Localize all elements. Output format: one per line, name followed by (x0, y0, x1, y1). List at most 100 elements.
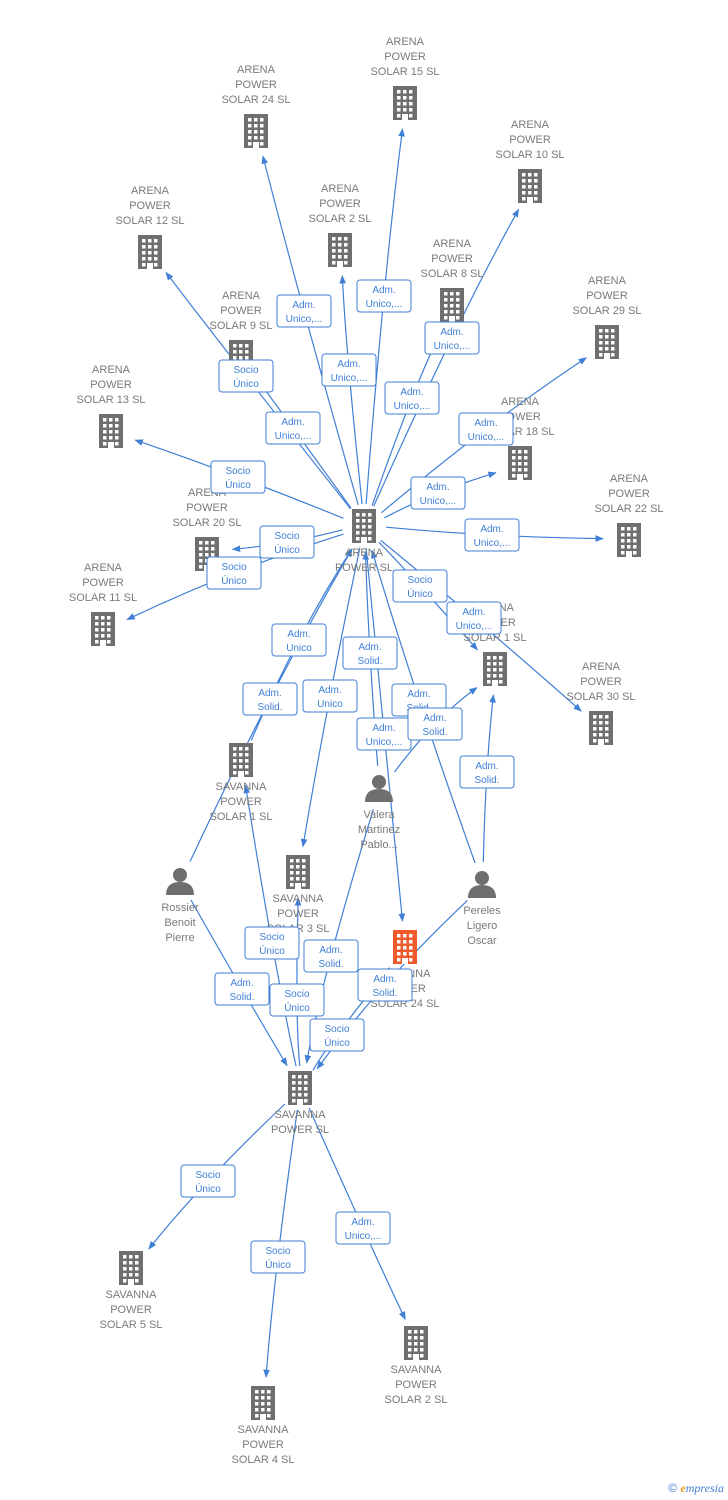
edge-label-box (309, 1018, 365, 1052)
edge-label[interactable]: Adm.Unico,... (276, 294, 332, 328)
edge-label-line: Único (233, 377, 259, 390)
node-label-line: Valera (364, 809, 396, 821)
edge-label[interactable]: Adm.Unico,... (458, 412, 514, 446)
edge-label-line: Solid. (422, 727, 447, 738)
edge-label-line: Único (259, 944, 285, 957)
node-label-line: Martinez (358, 824, 400, 836)
edge-label-line: Adm. (426, 482, 449, 493)
edge-label-line: Adm. (480, 524, 503, 535)
edge-label-text: Adm.Solid. (229, 978, 254, 1003)
edge-label[interactable]: Adm.Unico,... (321, 353, 377, 387)
edge-label[interactable]: Adm.Unico,... (265, 411, 321, 445)
edge-label[interactable]: Adm.Solid. (357, 968, 413, 1002)
edge-label[interactable]: Adm.Unico,... (446, 601, 502, 635)
edge-label[interactable]: Adm.Solid. (407, 707, 463, 741)
building-icon (508, 446, 532, 480)
building-icon (483, 652, 507, 686)
edge-label[interactable]: Adm.Unico,... (356, 279, 412, 313)
node-label-line: SOLAR 15 SL (370, 66, 439, 78)
building-icon (286, 855, 310, 889)
edge-label-box (407, 707, 463, 741)
edge-label[interactable]: Adm.Unico (302, 679, 358, 713)
node-label-line: SOLAR 12 SL (115, 215, 184, 227)
edge-label[interactable]: Adm.Unico,... (335, 1211, 391, 1245)
edge-label-line: Adm. (474, 418, 497, 429)
edge-label[interactable]: Adm.Solid. (303, 939, 359, 973)
edge-label-box (271, 623, 327, 657)
edge-label-line: Socio (407, 575, 432, 586)
edge-label-text: Adm.Solid. (318, 945, 343, 970)
edge-label-box (242, 682, 298, 716)
edge-label[interactable]: Adm.Unico,... (464, 518, 520, 552)
edge-label-line: Unico,... (434, 341, 471, 352)
edge-label[interactable]: Adm.Unico,... (356, 717, 412, 751)
edge-label[interactable]: Adm.Unico,... (424, 321, 480, 355)
node-label-line: POWER (608, 488, 650, 500)
building-icon (617, 523, 641, 557)
edge-label-box (269, 983, 325, 1017)
node-label-line: SOLAR 2 SL (309, 213, 372, 225)
edge-label[interactable]: Adm.Unico,... (384, 381, 440, 415)
edge-label-line: Unico,... (366, 299, 403, 310)
node-label-line: POWER (90, 379, 132, 391)
edge-label[interactable]: Adm.Unico (271, 623, 327, 657)
edge-label-line: Adm. (358, 642, 381, 653)
node-label-line: POWER (277, 908, 319, 920)
edge-label-text: Adm.Solid. (357, 642, 382, 667)
footer-brand[interactable]: © empresia (668, 1481, 724, 1496)
edge-label-line: Adm. (407, 689, 430, 700)
edge-label-box (214, 972, 270, 1006)
edge-label[interactable]: Adm.Solid. (242, 682, 298, 716)
empresia-logo[interactable]: empresia (680, 1481, 724, 1495)
node-label-line: SAVANNA (238, 1424, 290, 1436)
edge-label-line: Adm. (373, 974, 396, 985)
node-label-line: SAVANNA (391, 1364, 443, 1376)
edge-label[interactable]: Adm.Solid. (459, 755, 515, 789)
edge-label[interactable]: Adm. Unico,... (410, 476, 466, 510)
edge-label[interactable]: Adm.Solid. (342, 636, 398, 670)
edge-label[interactable]: Adm.Solid. (214, 972, 270, 1006)
edge-label-line: Unico (317, 699, 343, 710)
node-label-line: Rossier (161, 902, 199, 914)
node-label-line: SOLAR 13 SL (76, 394, 145, 406)
edge-label-text: Adm.Unico (317, 685, 343, 710)
edge-label-box (244, 926, 300, 960)
edge-label-box (180, 1164, 236, 1198)
edge-label-line: Único (274, 543, 300, 556)
edge-label-line: Unico,... (420, 496, 457, 507)
